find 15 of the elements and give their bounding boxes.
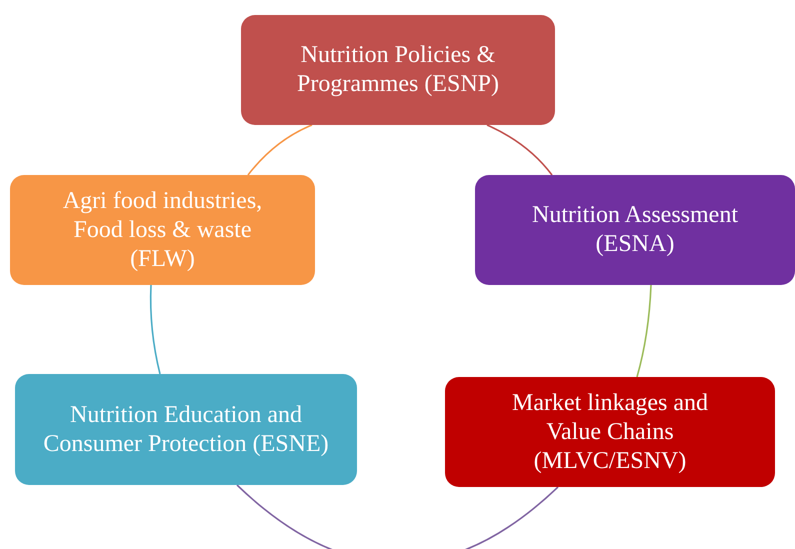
unit-box <box>10 175 315 285</box>
unit-box <box>15 374 357 485</box>
unit-box <box>475 175 795 285</box>
unit-name: Nutrition Policies & Programmes (ESNP) <box>296 41 500 99</box>
unit-name: Nutrition Assessment (ESNA) <box>530 201 739 259</box>
connector-arc <box>636 284 652 378</box>
connector-arc <box>236 484 559 549</box>
unit-name: Agri food industries, Food loss & waste (FLW) <box>62 186 264 274</box>
unit-name: Market linkages and Value Chains (MLVC/ESNV) <box>511 388 709 476</box>
connector-arc <box>150 284 161 374</box>
unit-box <box>241 15 555 125</box>
unit-name: Nutrition Education and Consumer Protection (ESNE) <box>42 400 330 458</box>
unit-box <box>445 377 775 487</box>
connector-arc <box>247 124 312 176</box>
connector-arc <box>486 124 553 176</box>
